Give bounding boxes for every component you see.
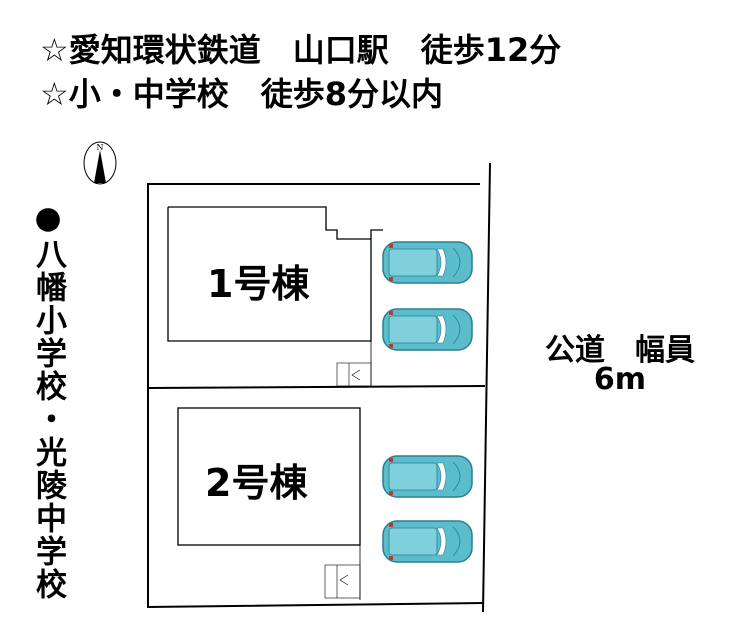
school-name-label: ●八幡小学校・光陵中学校 bbox=[30, 200, 66, 601]
building-1-footprint bbox=[167, 206, 383, 387]
parking-car-3 bbox=[382, 455, 473, 498]
station-access-heading: ☆愛知環状鉄道 山口駅 徒歩12分 bbox=[40, 31, 562, 69]
building-1-label: 1号棟 bbox=[207, 262, 310, 306]
building-2-label: 2号棟 bbox=[205, 461, 308, 505]
compass-north-label: N bbox=[97, 143, 104, 152]
road-label: 公道 幅員 bbox=[545, 333, 695, 368]
road-width: 6m bbox=[593, 362, 647, 397]
parking-car-1 bbox=[382, 241, 473, 284]
parking-car-4 bbox=[382, 520, 473, 563]
school-access-heading: ☆小・中学校 徒歩8分以内 bbox=[40, 75, 443, 113]
building-2-footprint bbox=[177, 407, 361, 600]
north-compass-icon: N bbox=[83, 141, 117, 185]
parking-car-2 bbox=[382, 308, 473, 351]
lot-boundary bbox=[147, 162, 491, 613]
